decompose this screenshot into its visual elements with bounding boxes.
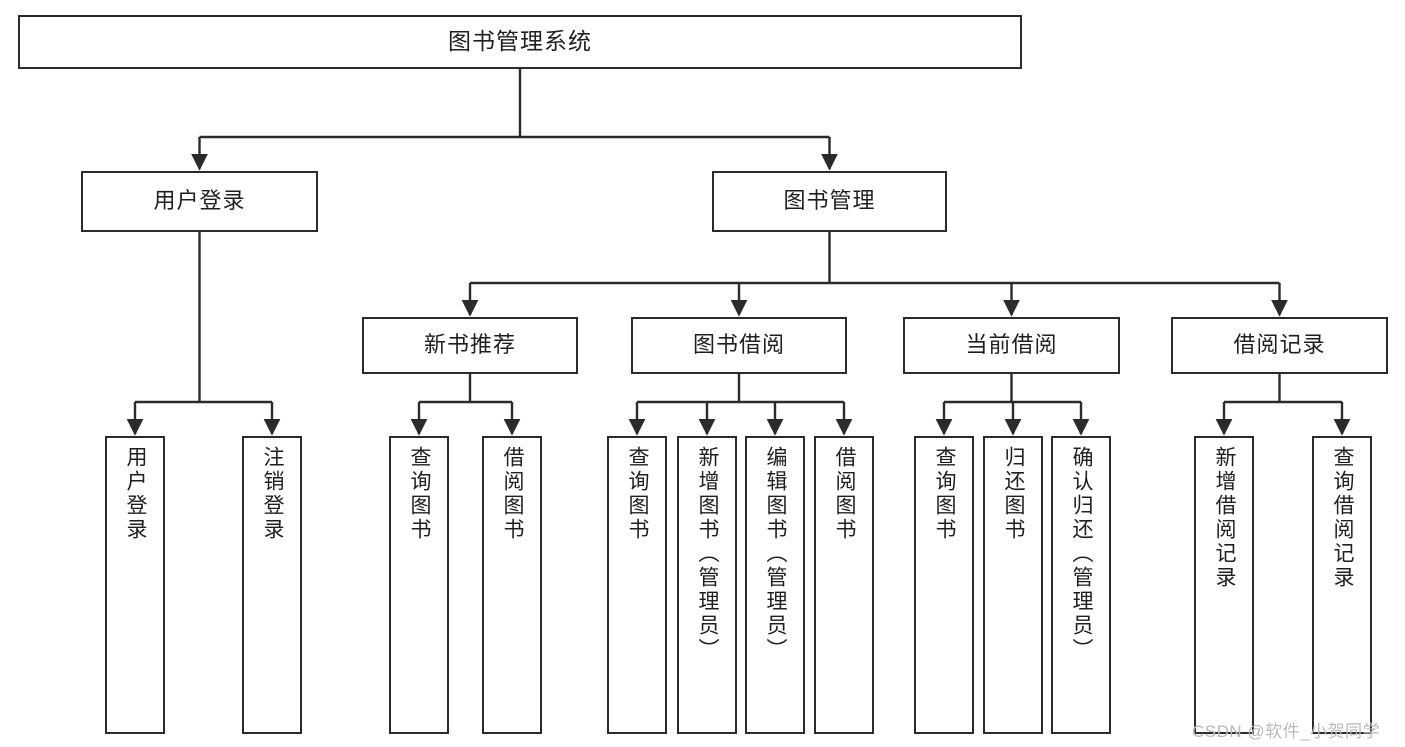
node-leaf-user-login-label: 用户登录 [124,446,148,542]
node-current-borrow[interactable]: 当前借阅 [903,317,1120,374]
node-new-book-recommend[interactable]: 新书推荐 [362,317,578,374]
node-leaf-return-book-label: 归还图书 [1002,446,1026,542]
node-root-label: 图书管理系统 [448,28,592,55]
node-current-borrow-label: 当前借阅 [965,332,1058,358]
node-leaf-add-record[interactable]: 新增借阅记录 [1194,436,1254,734]
node-leaf-borrow-book-1[interactable]: 借阅图书 [482,436,542,734]
node-book-manage-label: 图书管理 [783,188,876,214]
node-leaf-logout[interactable]: 注销登录 [242,436,302,734]
node-book-manage[interactable]: 图书管理 [712,171,947,232]
node-leaf-query-book-1-label: 查询图书 [408,446,432,542]
node-borrow-record-label: 借阅记录 [1233,332,1326,358]
node-leaf-query-book-2-label: 查询图书 [626,446,650,542]
node-book-borrow-label: 图书借阅 [692,332,785,358]
node-leaf-add-book[interactable]: 新增图书（管理员） [677,436,737,734]
node-leaf-return-book[interactable]: 归还图书 [983,436,1043,734]
node-leaf-add-book-label: 新增图书（管理员） [696,446,720,662]
node-leaf-add-record-label: 新增借阅记录 [1213,446,1237,590]
node-leaf-logout-label: 注销登录 [261,446,285,542]
watermark: CSDN @软件_小贺同学 [1192,722,1381,741]
node-leaf-confirm-return[interactable]: 确认归还（管理员） [1051,436,1111,734]
node-leaf-edit-book-label: 编辑图书（管理员） [764,446,788,662]
node-user-login-label: 用户登录 [153,188,246,214]
node-leaf-borrow-book-2-label: 借阅图书 [833,446,857,542]
node-leaf-query-book-3-label: 查询图书 [933,446,957,542]
node-leaf-user-login[interactable]: 用户登录 [105,436,165,734]
node-leaf-query-record[interactable]: 查询借阅记录 [1312,436,1372,734]
node-book-borrow[interactable]: 图书借阅 [631,317,847,374]
node-leaf-query-book-1[interactable]: 查询图书 [389,436,449,734]
node-leaf-query-book-3[interactable]: 查询图书 [914,436,974,734]
node-user-login[interactable]: 用户登录 [81,171,318,232]
node-leaf-borrow-book-1-label: 借阅图书 [501,446,525,542]
node-leaf-borrow-book-2[interactable]: 借阅图书 [814,436,874,734]
node-leaf-query-record-label: 查询借阅记录 [1331,446,1355,590]
node-new-book-recommend-label: 新书推荐 [423,332,516,358]
node-leaf-edit-book[interactable]: 编辑图书（管理员） [745,436,805,734]
node-leaf-confirm-return-label: 确认归还（管理员） [1070,446,1094,662]
node-leaf-query-book-2[interactable]: 查询图书 [607,436,667,734]
node-root[interactable]: 图书管理系统 [18,15,1022,69]
node-borrow-record[interactable]: 借阅记录 [1171,317,1388,374]
